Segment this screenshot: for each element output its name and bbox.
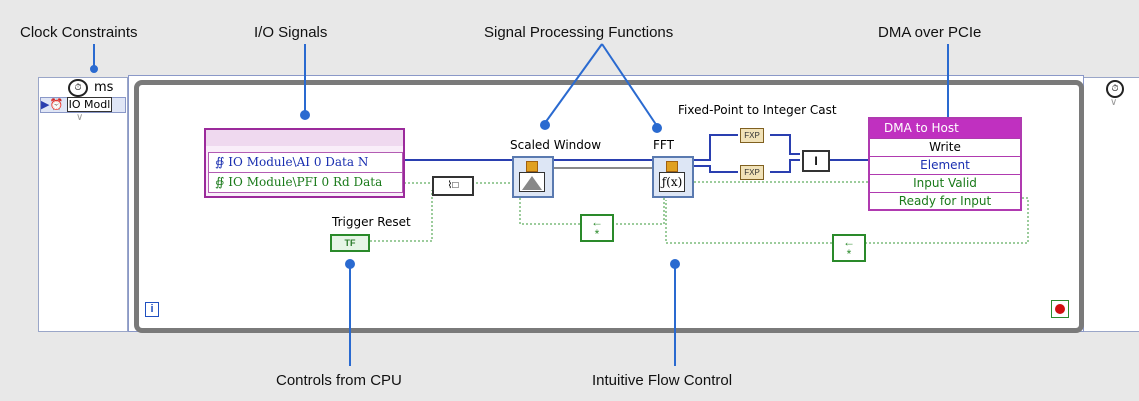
- callout-dma-over-pcie: DMA over PCIe: [878, 24, 982, 41]
- clock-icon: ⏱: [68, 79, 88, 97]
- fxp-cast-node-2[interactable]: FXP: [740, 165, 764, 180]
- scaled-window-vi[interactable]: [512, 156, 554, 198]
- waveform-icon-2: ∯: [215, 175, 229, 189]
- io-row-ai0[interactable]: ∯ IO Module\AI 0 Data N: [208, 152, 403, 173]
- stop-button[interactable]: [1051, 300, 1069, 318]
- vi-indicator-icon-2: [666, 161, 678, 172]
- chevron-down-icon[interactable]: ∨: [76, 112, 84, 123]
- callout-controls-from-cpu: Controls from CPU: [276, 372, 402, 389]
- fft-vi[interactable]: ƒ(x): [652, 156, 694, 198]
- callout-io-signals: I/O Signals: [254, 24, 328, 41]
- callout-intuitive-flow: Intuitive Flow Control: [592, 372, 733, 389]
- dma-to-host-node[interactable]: DMA to Host Write Element Input Valid Re…: [868, 117, 1022, 211]
- trigger-reset-label: Trigger Reset: [332, 215, 411, 229]
- fxp-cast-node-1[interactable]: FXP: [740, 128, 764, 143]
- clock-io-text: IO Modl: [66, 97, 113, 112]
- trigger-reset-control[interactable]: TF: [330, 234, 370, 252]
- left-clock-panel: [38, 77, 128, 332]
- stop-icon: [1055, 304, 1065, 314]
- fft-function-icon: ƒ(x): [659, 172, 685, 192]
- dma-row-input-valid[interactable]: Input Valid: [870, 174, 1020, 192]
- clock-unit-label: ms: [94, 80, 114, 95]
- fixed-point-cast-label: Fixed-Point to Integer Cast: [678, 103, 837, 117]
- dma-row-ready-for-input[interactable]: Ready for Input: [870, 192, 1020, 210]
- dma-row-element[interactable]: Element: [870, 156, 1020, 174]
- right-clock-panel: [1083, 77, 1139, 332]
- trigger-feedback-node[interactable]: ⌇□: [432, 176, 474, 196]
- window-function-icon: [519, 172, 545, 192]
- clock-io-label[interactable]: ▶⏰ IO Modl: [40, 97, 126, 113]
- waveform-icon: ∯: [215, 155, 229, 169]
- callout-clock-constraints: Clock Constraints: [20, 24, 138, 41]
- feedback-node-1[interactable]: ←*: [580, 214, 614, 242]
- clock-io-glyph: ▶⏰: [41, 98, 64, 111]
- io-row-pfi0-label: IO Module\PFI 0 Rd Data: [228, 175, 383, 189]
- iteration-terminal: i: [145, 302, 159, 317]
- dma-row-write: Write: [870, 138, 1020, 156]
- callout-signal-processing: Signal Processing Functions: [484, 24, 674, 41]
- chevron-down-icon-right[interactable]: ∨: [1110, 97, 1118, 108]
- integer-cast-node[interactable]: I: [802, 150, 830, 172]
- scaled-window-label: Scaled Window: [510, 138, 602, 152]
- io-node[interactable]: ∯ IO Module\AI 0 Data N ∯ IO Module\PFI …: [204, 128, 405, 198]
- dma-header: DMA to Host: [870, 119, 1020, 138]
- fft-label: FFT: [653, 138, 674, 152]
- io-row-ai0-label: IO Module\AI 0 Data N: [228, 155, 369, 169]
- clock-icon-right: ⏱: [1106, 80, 1124, 98]
- io-row-pfi0[interactable]: ∯ IO Module\PFI 0 Rd Data: [208, 172, 403, 193]
- io-node-header: [206, 130, 403, 146]
- vi-indicator-icon: [526, 161, 538, 172]
- feedback-node-2[interactable]: ←*: [832, 234, 866, 262]
